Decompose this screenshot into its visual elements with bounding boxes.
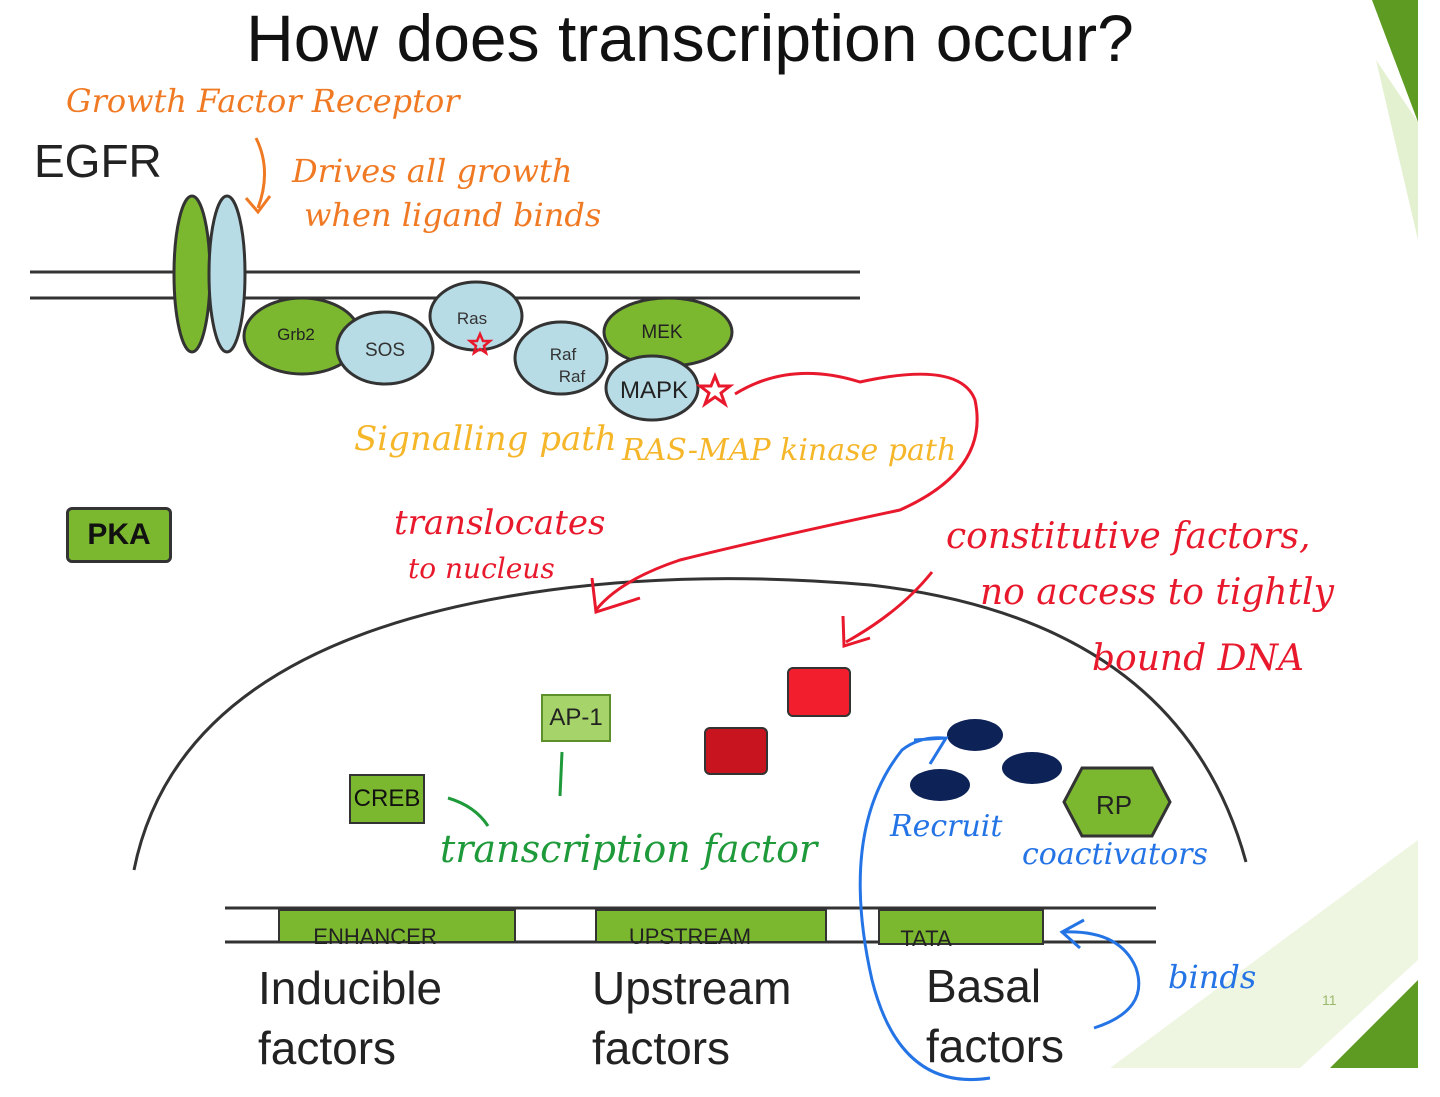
raf-label-1: Raf [550,345,577,364]
receptor-note-line2: when ligand binds [304,196,601,234]
ap1-pointer-line [558,751,564,797]
mapk-star-icon [695,371,735,408]
raf-label-2: Raf [559,367,586,386]
signalling-path-note: Signalling path [354,419,617,459]
binds-arrow [1059,918,1141,1030]
constitutive-factor-dark [704,727,768,775]
upstream-factors-label: Upstream factors [592,958,791,1078]
binds-note: binds [1168,958,1256,996]
constitutive-note-line3: bound DNA [1092,638,1304,679]
translocates-note-line1: translocates [394,503,605,543]
coactivator-2 [910,769,970,801]
top-right-accent [1372,0,1418,122]
constitutive-factor-light [787,667,851,717]
sos-label: SOS [365,340,405,361]
mapk-protein [604,354,700,422]
upstream-element [595,909,827,943]
recruit-note: Recruit [889,809,1003,844]
page-number: 11 [1322,992,1337,1008]
mek-label: MEK [641,322,683,343]
nucleus-envelope [132,577,1248,871]
growth-factor-receptor-note: Growth Factor Receptor [66,82,461,120]
upstream-line2: factors [592,1022,731,1074]
constitutive-arrow [841,571,934,649]
mapk-label: MAPK [620,377,688,404]
top-right-accent-light [1376,60,1418,240]
creb-pointer-line [447,796,490,827]
bottom-right-accent-light [1110,840,1418,1068]
receptor-bracket-arrow [244,137,272,215]
slide-title: How does transcription occur? [246,1,1134,75]
basal-line1: Basal [926,960,1042,1012]
translocation-arrow [590,371,979,614]
ras-star-icon [466,330,494,356]
ap1-box: AP-1 [541,694,611,742]
translocates-note-line2: to nucleus [408,552,555,585]
inducible-line1: Inducible [258,962,443,1014]
rp-label: RP [1096,790,1132,820]
grb2-label: Grb2 [277,325,315,344]
bottom-right-accent [1330,980,1418,1068]
basal-line2: factors [926,1020,1065,1072]
egfr-label: EGFR [34,135,162,187]
coactivator-3 [1002,752,1062,784]
enhancer-label: ENHANCER [313,924,436,949]
upstream-line1: Upstream [592,962,792,1014]
inducible-factors-label: Inducible factors [258,958,442,1078]
pka-box: PKA [66,507,172,563]
rp-hexagon [1062,766,1172,838]
inducible-line2: factors [258,1022,397,1074]
upstream-label: UPSTREAM [629,924,751,949]
tata-element [878,909,1044,945]
receptor-note-line1: Drives all growth [291,152,572,190]
coactivators-note: coactivators [1022,837,1208,872]
transcription-factor-note: transcription factor [440,827,820,871]
tata-label: TATA [900,926,952,951]
basal-factors-label: Basal factors [926,956,1064,1076]
creb-box: CREB [349,774,425,824]
constitutive-note-line1: constitutive factors, [946,516,1310,557]
egfr-green-subunit [172,194,212,354]
ras-mapk-path-note: RAS-MAP kinase path [621,433,956,468]
egfr-blue-subunit [207,194,247,354]
raf-protein [513,320,609,396]
enhancer-element [278,909,516,943]
recruit-arrow [858,736,991,1081]
sos-protein [335,310,435,386]
coactivator-1 [947,719,1003,751]
ras-label: Ras [457,309,487,328]
constitutive-note-line2: no access to tightly [980,572,1335,613]
